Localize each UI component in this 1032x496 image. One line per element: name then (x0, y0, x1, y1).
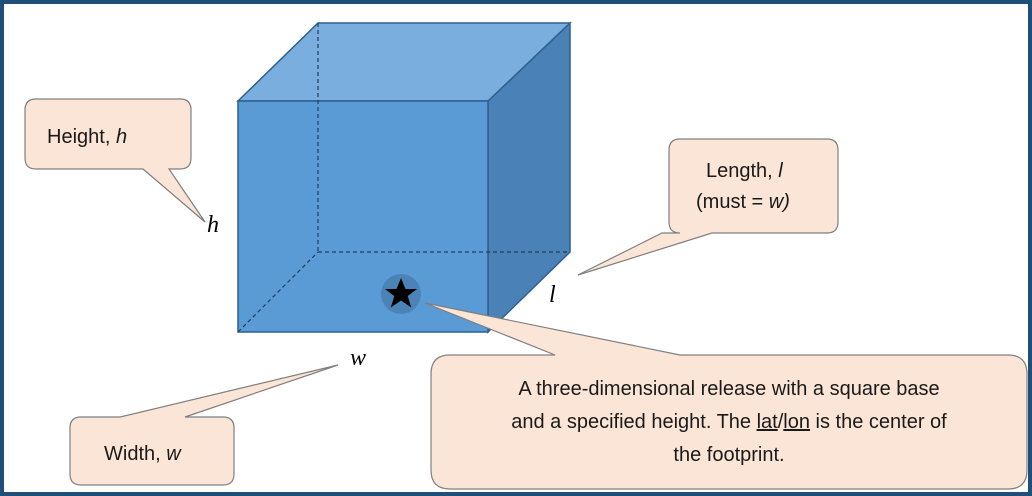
star-icon (385, 278, 417, 308)
description-callout: A three-dimensional release with a squar… (424, 302, 1028, 490)
center-marker (381, 274, 421, 314)
length-callout: Length, l (must = w) (577, 138, 839, 276)
height-dimension-label: h (207, 212, 219, 238)
description-line-3: the footprint. (673, 444, 784, 466)
length-dimension-label: l (549, 282, 556, 308)
length-callout-shape (577, 138, 839, 276)
box-release-diagram: h l w Height, h Length, l (must = w) Wid… (24, 21, 1028, 490)
description-line-2: and a specified height. The lat/lon is t… (511, 411, 947, 433)
cube-hidden-edges (237, 23, 570, 333)
width-callout: Width, w (69, 364, 339, 486)
height-callout: Height, h (24, 98, 206, 223)
description-line-1: A three-dimensional release with a squar… (518, 378, 939, 400)
length-callout-line2: (must = w) (696, 191, 790, 213)
height-callout-text: Height, h (47, 126, 127, 148)
width-dimension-label: w (350, 345, 366, 371)
width-callout-text: Width, w (104, 443, 182, 465)
cube (236, 21, 572, 334)
width-callout-shape (69, 364, 339, 486)
description-callout-shape (424, 302, 1028, 490)
cube-front-face (237, 100, 489, 333)
length-callout-line1: Length, l (706, 160, 783, 182)
height-callout-shape (24, 98, 206, 223)
